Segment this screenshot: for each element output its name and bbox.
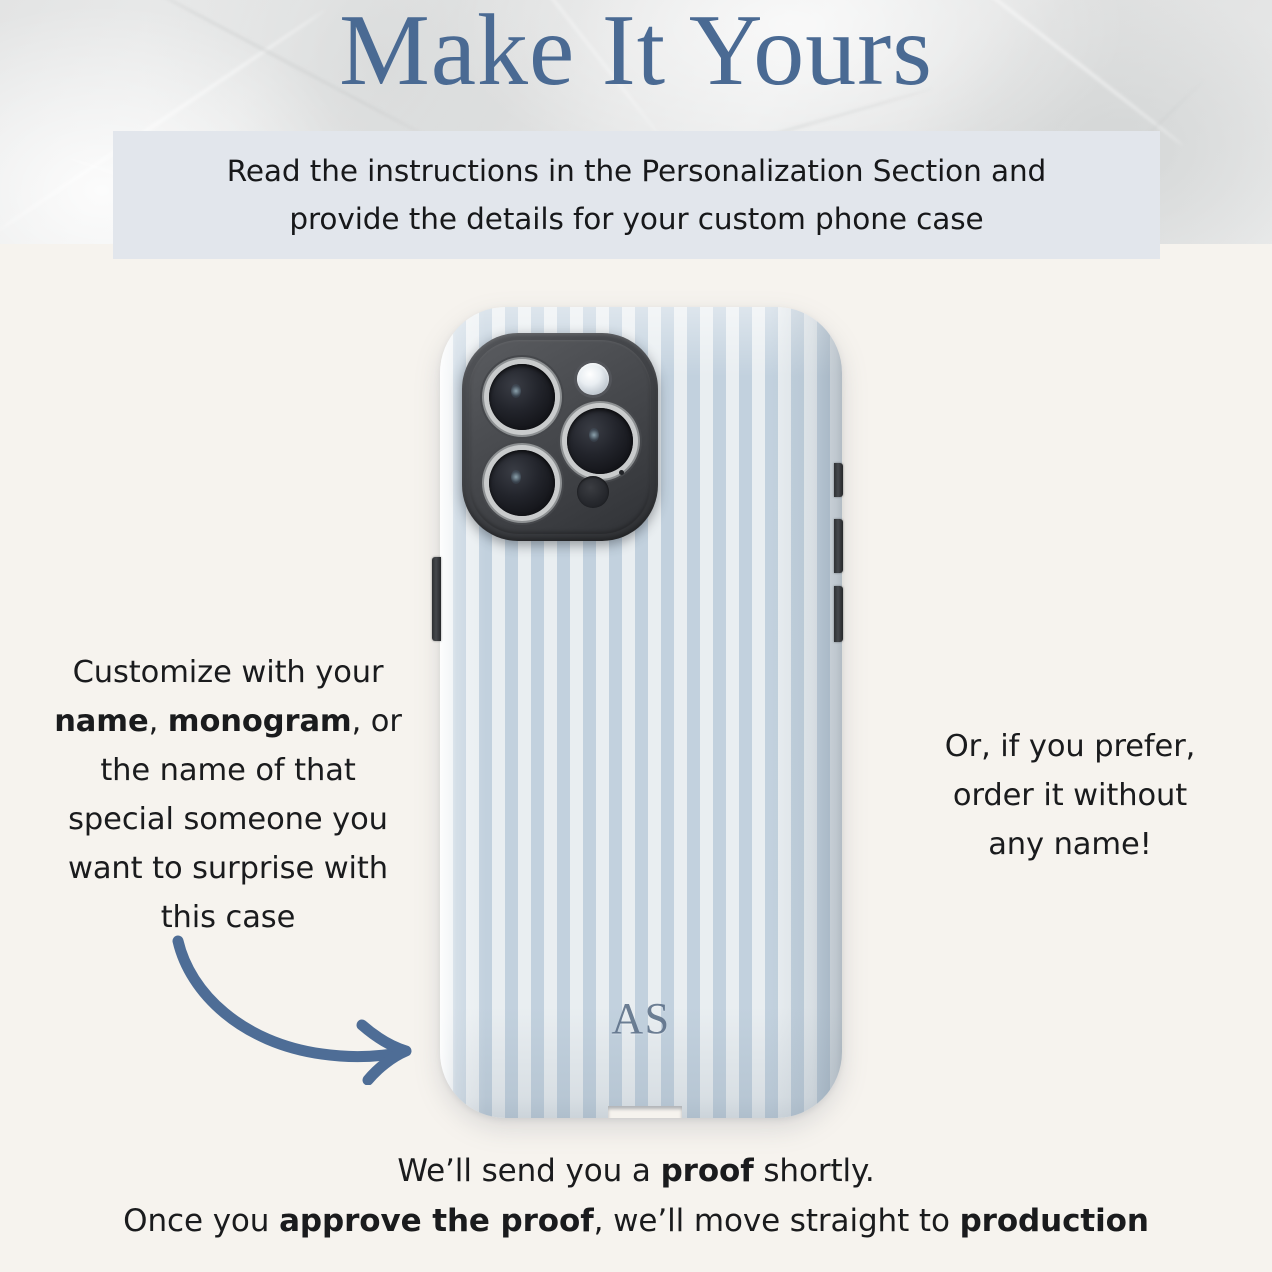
camera-lens-icon bbox=[489, 364, 555, 430]
lidar-sensor-icon bbox=[577, 476, 609, 508]
charging-port-cutout bbox=[608, 1106, 682, 1118]
bottom-line-2-bold-1: approve the proof bbox=[279, 1203, 594, 1239]
right-callout-line-2: order it without bbox=[952, 778, 1188, 813]
left-callout-bold-name: name bbox=[54, 704, 149, 739]
instruction-text: Read the instructions in the Personaliza… bbox=[203, 147, 1070, 243]
mute-switch-icon bbox=[834, 463, 843, 497]
bottom-callout-text: We’ll send you a proof shortly.Once you … bbox=[26, 1146, 1246, 1246]
bottom-line-2-b: , we’ll move straight to bbox=[593, 1203, 960, 1239]
right-callout-line-3: any name! bbox=[988, 827, 1152, 862]
left-callout-text: Customize with your name, monogram, or the… bbox=[18, 648, 438, 942]
left-callout-line-4: special someone you bbox=[68, 802, 388, 837]
camera-module bbox=[462, 333, 658, 541]
curved-arrow-icon bbox=[172, 935, 412, 1085]
left-callout-line-2-tail: , or bbox=[351, 704, 402, 739]
bottom-line-2-bold-2: production bbox=[959, 1203, 1149, 1239]
bottom-line-1-bold: proof bbox=[660, 1153, 754, 1189]
bottom-line-2-a: Once you bbox=[123, 1203, 280, 1239]
bottom-line-1-a: We’ll send you a bbox=[397, 1153, 661, 1189]
instruction-line-2: provide the details for your custom phon… bbox=[289, 202, 984, 236]
volume-down-button-icon bbox=[834, 586, 843, 642]
camera-lens-icon bbox=[489, 450, 555, 516]
left-callout-line-6: this case bbox=[160, 900, 296, 935]
camera-lens-icon bbox=[567, 408, 633, 474]
right-callout-line-1: Or, if you prefer, bbox=[944, 729, 1196, 764]
camera-flash-icon bbox=[577, 363, 609, 395]
left-callout-sep-1: , bbox=[148, 704, 168, 739]
instruction-line-1: Read the instructions in the Personaliza… bbox=[226, 154, 1047, 188]
left-callout-bold-monogram: monogram bbox=[167, 704, 352, 739]
microphone-dot-icon bbox=[619, 470, 624, 475]
camera-module-inner bbox=[469, 340, 651, 534]
right-callout-text: Or, if you prefer, order it without any na… bbox=[882, 722, 1258, 869]
volume-up-button-icon bbox=[834, 519, 843, 573]
page-title: Make It Yours bbox=[339, 0, 933, 107]
case-monogram: AS bbox=[611, 994, 671, 1043]
instruction-banner: Read the instructions in the Personaliza… bbox=[113, 131, 1160, 259]
left-callout-line-1: Customize with your bbox=[72, 655, 384, 690]
left-callout-line-5: want to surprise with bbox=[67, 851, 389, 886]
action-button-icon bbox=[432, 557, 441, 641]
bottom-line-1-b: shortly. bbox=[753, 1153, 875, 1189]
left-callout-line-3: the name of that bbox=[100, 753, 356, 788]
